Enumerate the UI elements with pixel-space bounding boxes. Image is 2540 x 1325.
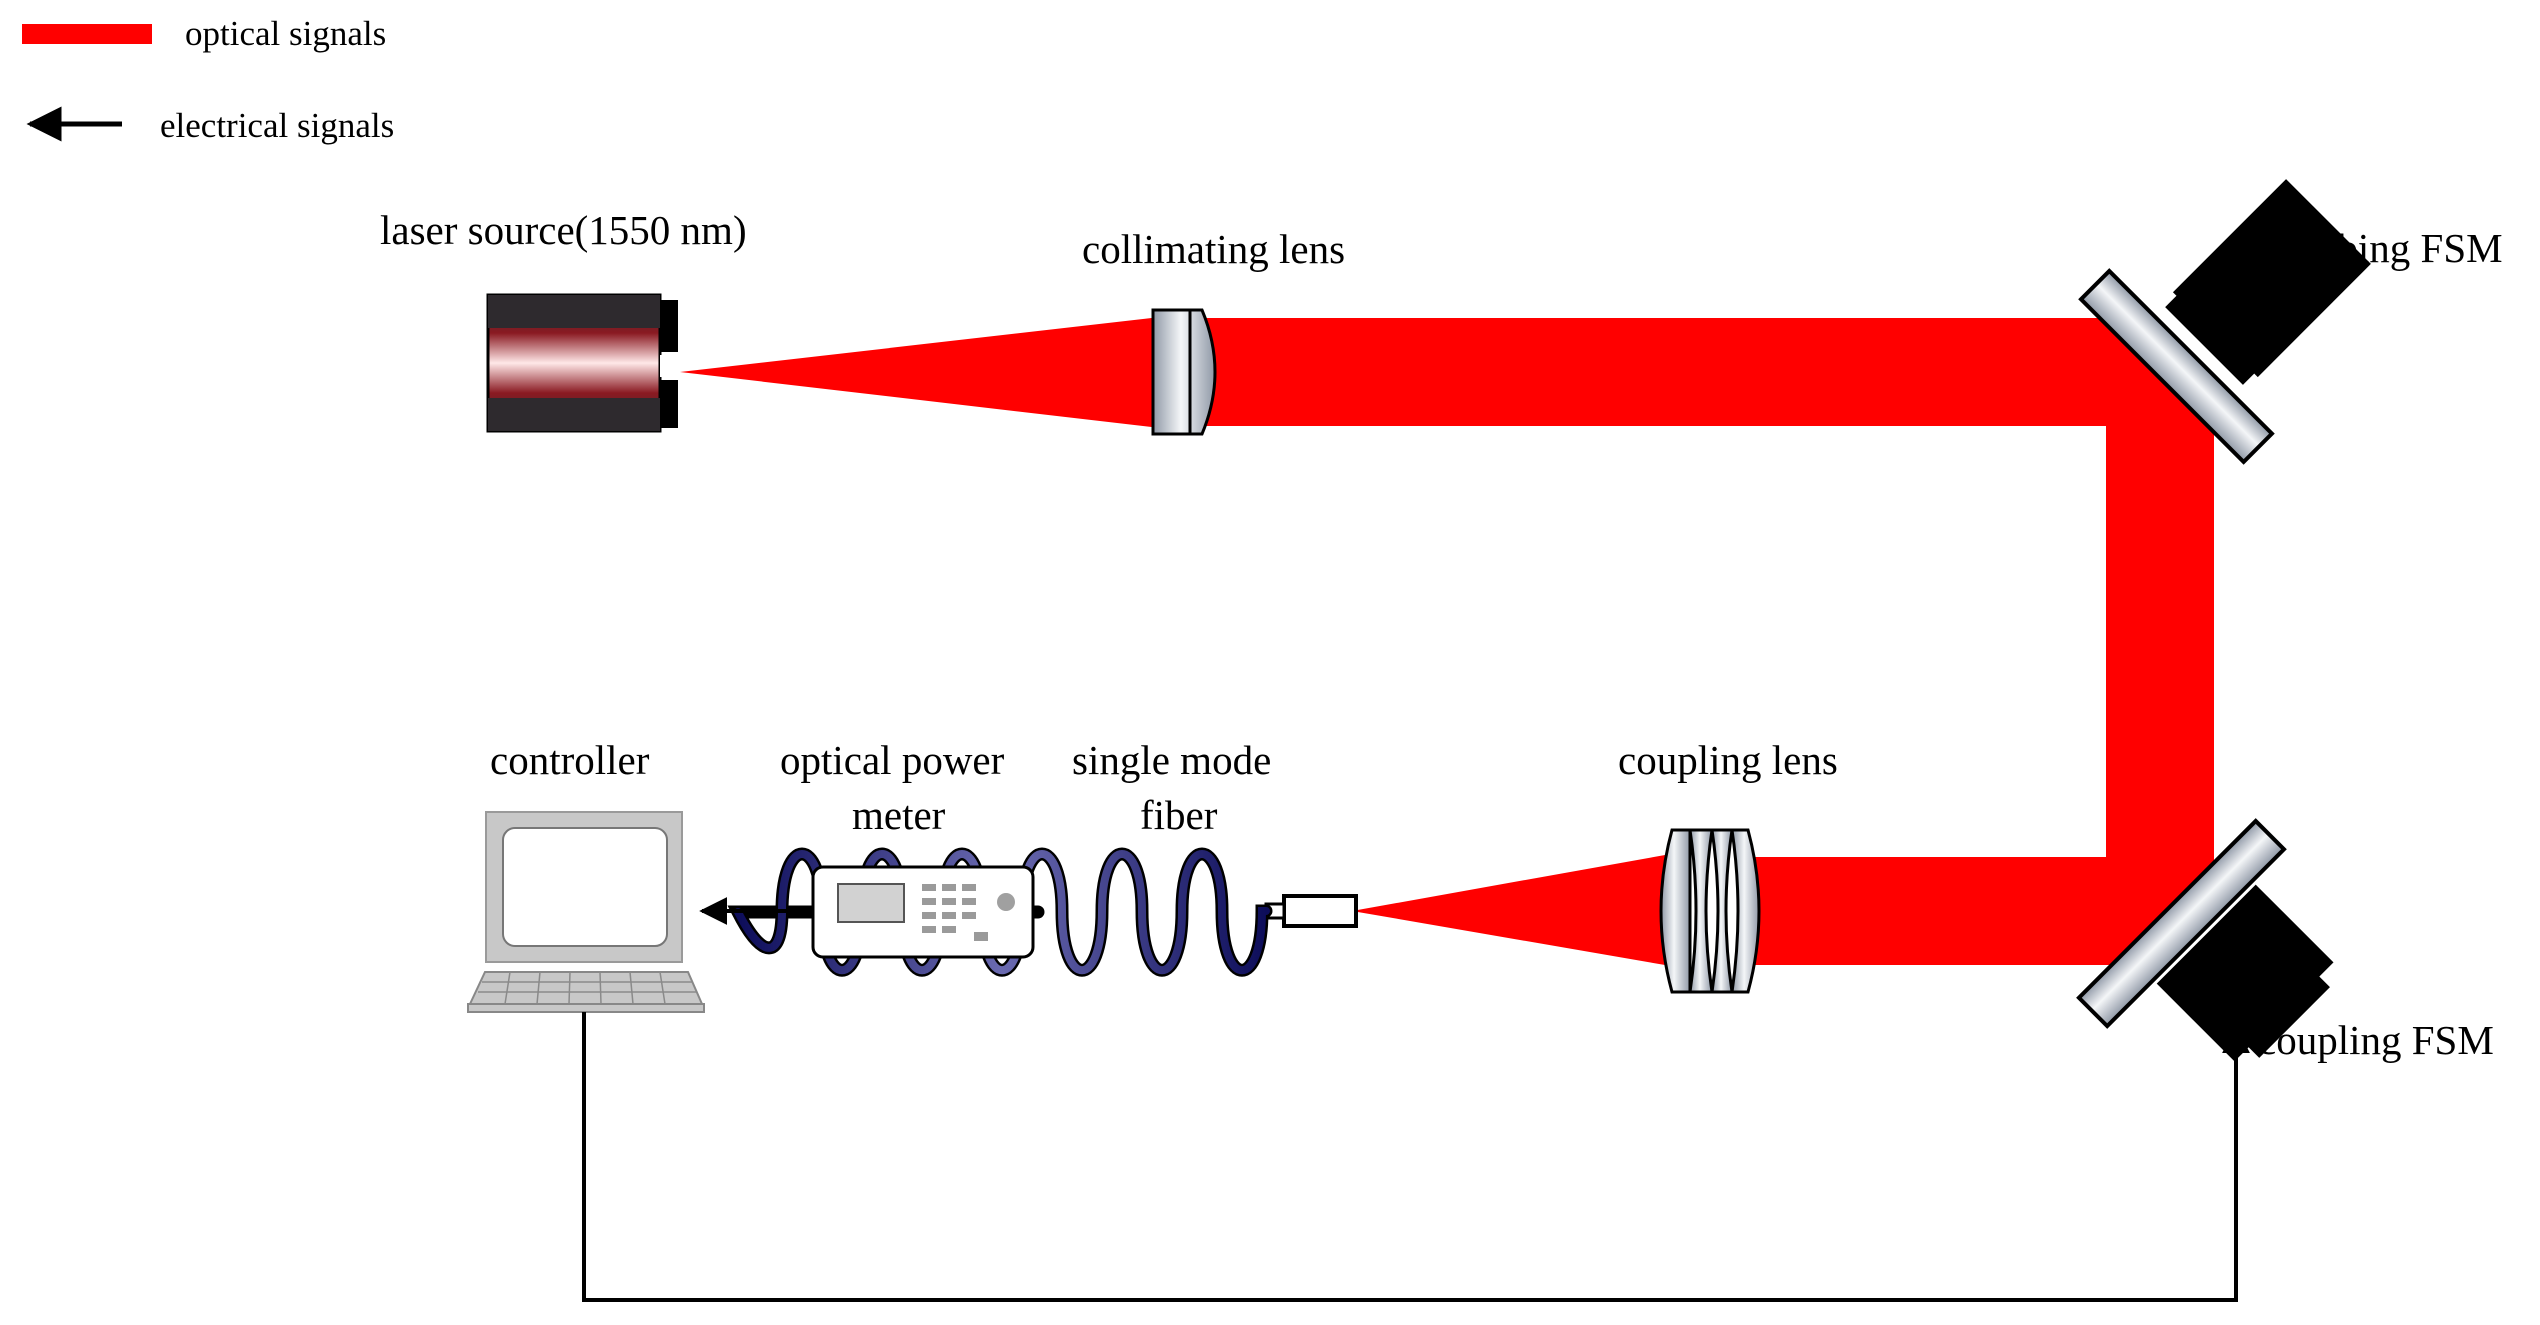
- label-controller: controller: [490, 737, 650, 783]
- controller-keys: [478, 971, 696, 1005]
- controller: [467, 811, 705, 1013]
- laser-bottom-band: [488, 398, 660, 431]
- fiber-coil: [734, 850, 1270, 974]
- legend: optical signals electrical signals: [22, 14, 394, 145]
- disturbing-fsm-mount-base: [2165, 281, 2269, 385]
- label-optical-power-meter-1: optical power: [780, 737, 1005, 783]
- coupling-lens-element-3: [1710, 828, 1734, 994]
- coupling-lens-element-4: [1730, 828, 1761, 994]
- laser-cap-bottom: [660, 380, 678, 428]
- collimating-lens: [1151, 308, 1217, 436]
- label-optical-power-meter-2: meter: [852, 792, 946, 838]
- beam-divergent-cone: [680, 317, 1160, 428]
- label-disturbing-fsm: disturbing FSM: [2244, 225, 2503, 271]
- coupling-lens-element-1: [1659, 828, 1692, 994]
- label-coupling-lens: coupling lens: [1618, 737, 1838, 783]
- coupling-fsm-mirror: [2076, 818, 2287, 1029]
- power-meter-keypad: [922, 884, 988, 941]
- beam-focusing-cone: [1352, 855, 1665, 965]
- beam-vertical: [2106, 400, 2214, 895]
- legend-optical-swatch: [22, 24, 152, 44]
- laser-top-band: [488, 295, 660, 328]
- coupling-fsm-mount-base: [2238, 965, 2330, 1058]
- disturbing-fsm-mount: [2172, 179, 2371, 378]
- controller-keyboard-base: [467, 1003, 705, 1013]
- power-meter-knob: [997, 893, 1015, 911]
- legend-electrical-label: electrical signals: [160, 106, 394, 145]
- disturbing-fsm: [2078, 179, 2371, 465]
- label-laser-source: laser source(1550 nm): [380, 207, 747, 253]
- label-single-mode-fiber-2: fiber: [1140, 792, 1218, 838]
- coupling-fsm: [2076, 818, 2334, 1062]
- laser-source: [486, 293, 678, 433]
- label-single-mode-fiber-1: single mode: [1072, 737, 1271, 783]
- legend-optical-label: optical signals: [185, 14, 386, 53]
- disturbing-fsm-mirror: [2078, 268, 2275, 465]
- power-meter-display: [837, 883, 905, 923]
- coupling-lens-element-2: [1688, 828, 1714, 994]
- coupling-lens: [1659, 828, 1761, 994]
- fiber-connector: [1282, 894, 1358, 928]
- laser-cap-top: [660, 300, 678, 352]
- collimating-lens-body: [1151, 308, 1217, 436]
- coupling-fsm-mount: [2156, 884, 2334, 1062]
- beam-upper-horizontal: [1190, 318, 2140, 426]
- controller-screen: [502, 827, 668, 947]
- beam-lower-horizontal: [1740, 857, 2170, 965]
- optical-power-meter: [811, 865, 1035, 959]
- label-collimating-lens: collimating lens: [1082, 226, 1345, 272]
- controller-keyboard: [468, 971, 704, 1005]
- laser-aperture: [660, 355, 672, 377]
- electrical-signals: [582, 897, 2250, 1302]
- electrical-controller-to-fsm: [582, 1012, 2250, 1302]
- label-coupling-fsm: coupling FSM: [2258, 1017, 2494, 1063]
